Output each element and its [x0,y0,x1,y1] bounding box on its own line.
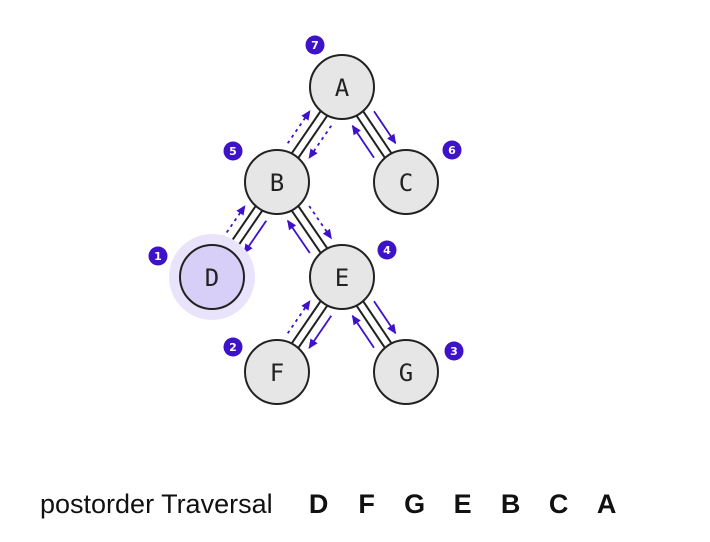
node-label: E [335,264,349,292]
down-arrow [308,205,333,240]
sequence-item: C [548,488,569,519]
traversal-label: postorder Traversal [40,488,273,519]
up-arrow [351,314,375,349]
badge-number: 4 [383,244,391,257]
tree-edge [296,203,330,251]
tree-node: E [309,244,375,310]
badge-number: 2 [229,341,237,354]
sequence-item: D [308,488,329,519]
order-badge: 2 [223,337,243,357]
badge-number: 7 [311,39,319,52]
tree-node: A [309,54,375,120]
sequence-item: A [596,488,617,519]
badge-number: 6 [448,144,456,157]
down-arrow [373,110,397,145]
node-circle [309,244,375,310]
order-badge: 6 [442,140,462,160]
order-badge: 3 [444,341,464,361]
traversal-caption: postorder Traversal D F G E B C A [40,486,631,522]
up-arrow [286,300,311,334]
down-arrow [308,125,333,159]
tree-edge [354,113,387,160]
order-badge: 4 [377,240,397,260]
tree-edge [296,303,330,351]
order-badges: 7 5 6 1 4 2 3 [148,35,464,361]
tree-node: C [373,149,439,215]
down-arrow [373,300,397,335]
node-circle [244,149,310,215]
badge-circle [305,35,325,55]
node-label: C [399,169,413,197]
badge-circle [444,341,464,361]
node-circle [373,149,439,215]
sequence-item: B [500,488,521,519]
up-arrow [221,205,246,239]
tree-node: D [169,234,255,320]
badge-circle [442,140,462,160]
node-circle [309,54,375,120]
traversal-sequence: D F G E B C A [295,489,631,520]
down-arrow [308,315,333,349]
node-label: G [399,359,413,387]
badge-circle [223,337,243,357]
up-arrow [351,124,375,159]
node-label: B [270,169,284,197]
badge-circle [223,141,243,161]
up-arrow [286,219,311,254]
node-label: A [335,74,350,102]
badge-number: 5 [229,145,237,158]
tree-node: F [244,339,310,405]
badge-number: 3 [450,345,458,358]
node-circle [179,244,245,310]
tree-edge [289,298,323,346]
tree-edge [361,299,394,346]
node-circle [244,339,310,405]
node-label: F [270,359,284,387]
tree-edge [296,113,330,161]
tree-nodes: A B C D E F G [169,54,439,405]
order-badge: 1 [148,246,168,266]
badge-number: 1 [154,250,162,263]
tree-edges [224,108,394,351]
tree-edge [361,109,394,156]
order-badge: 5 [223,141,243,161]
order-badge: 7 [305,35,325,55]
traversal-arrows [221,110,397,349]
tree-edge [354,303,387,350]
node-label: D [205,264,219,292]
badge-circle [377,240,397,260]
tree-edge [289,108,323,156]
sequence-item: F [358,488,375,519]
down-arrow [243,220,268,254]
badge-circle [148,246,168,266]
node-circle [373,339,439,405]
sequence-item: E [453,488,472,519]
sequence-item: G [404,488,426,519]
tree-node: G [373,339,439,405]
tree-node: B [244,149,310,215]
up-arrow [286,110,311,144]
tree-edge [289,208,323,256]
